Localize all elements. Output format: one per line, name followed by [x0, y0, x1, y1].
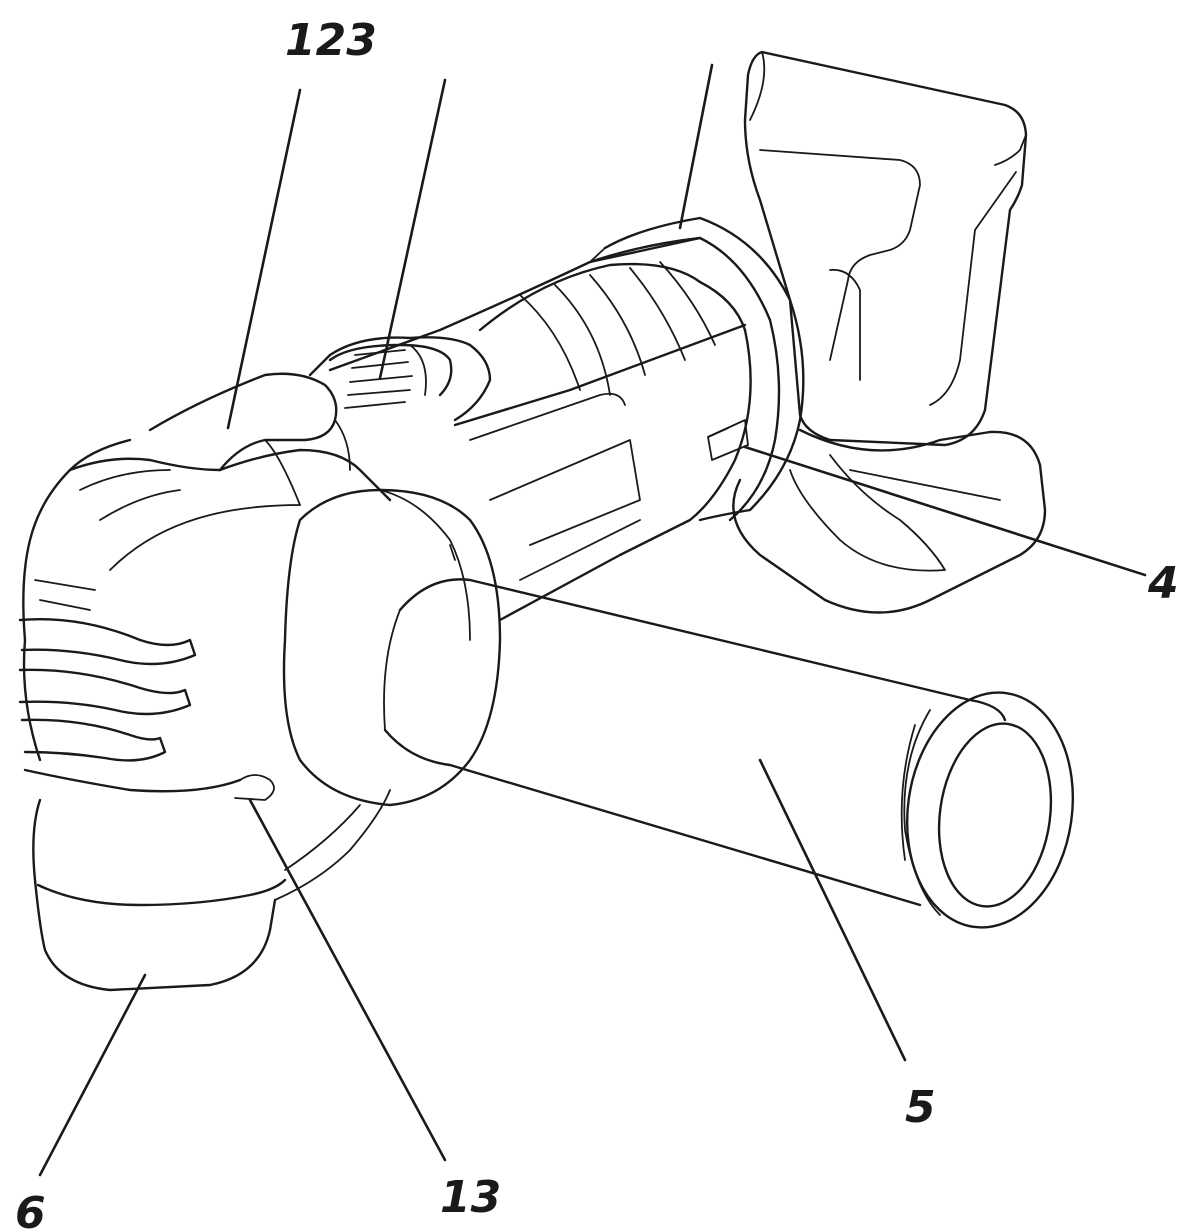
leader-13 — [248, 798, 447, 1162]
battery-base — [732, 428, 1047, 614]
leader-5 — [758, 758, 907, 1062]
label-123: 123 — [285, 15, 377, 66]
slide-switch — [308, 336, 492, 422]
battery-pack — [743, 50, 1028, 447]
label-4: 4 — [1147, 558, 1179, 609]
label-5: 5 — [905, 1082, 936, 1133]
label-6: 6 — [15, 1188, 46, 1232]
leader-switch — [378, 78, 447, 380]
auxiliary-handle — [383, 578, 1075, 929]
clamp-head — [32, 789, 391, 992]
motor-housing — [328, 236, 752, 622]
leader-6 — [38, 973, 147, 1177]
rear-collar — [588, 216, 805, 522]
leader-collar — [678, 63, 714, 230]
head-housing — [18, 372, 392, 801]
handle-flange — [282, 488, 502, 807]
leader-lines — [38, 63, 1147, 1177]
label-13: 13 — [440, 1172, 501, 1223]
leader-123 — [226, 88, 302, 430]
leader-4 — [743, 445, 1147, 577]
